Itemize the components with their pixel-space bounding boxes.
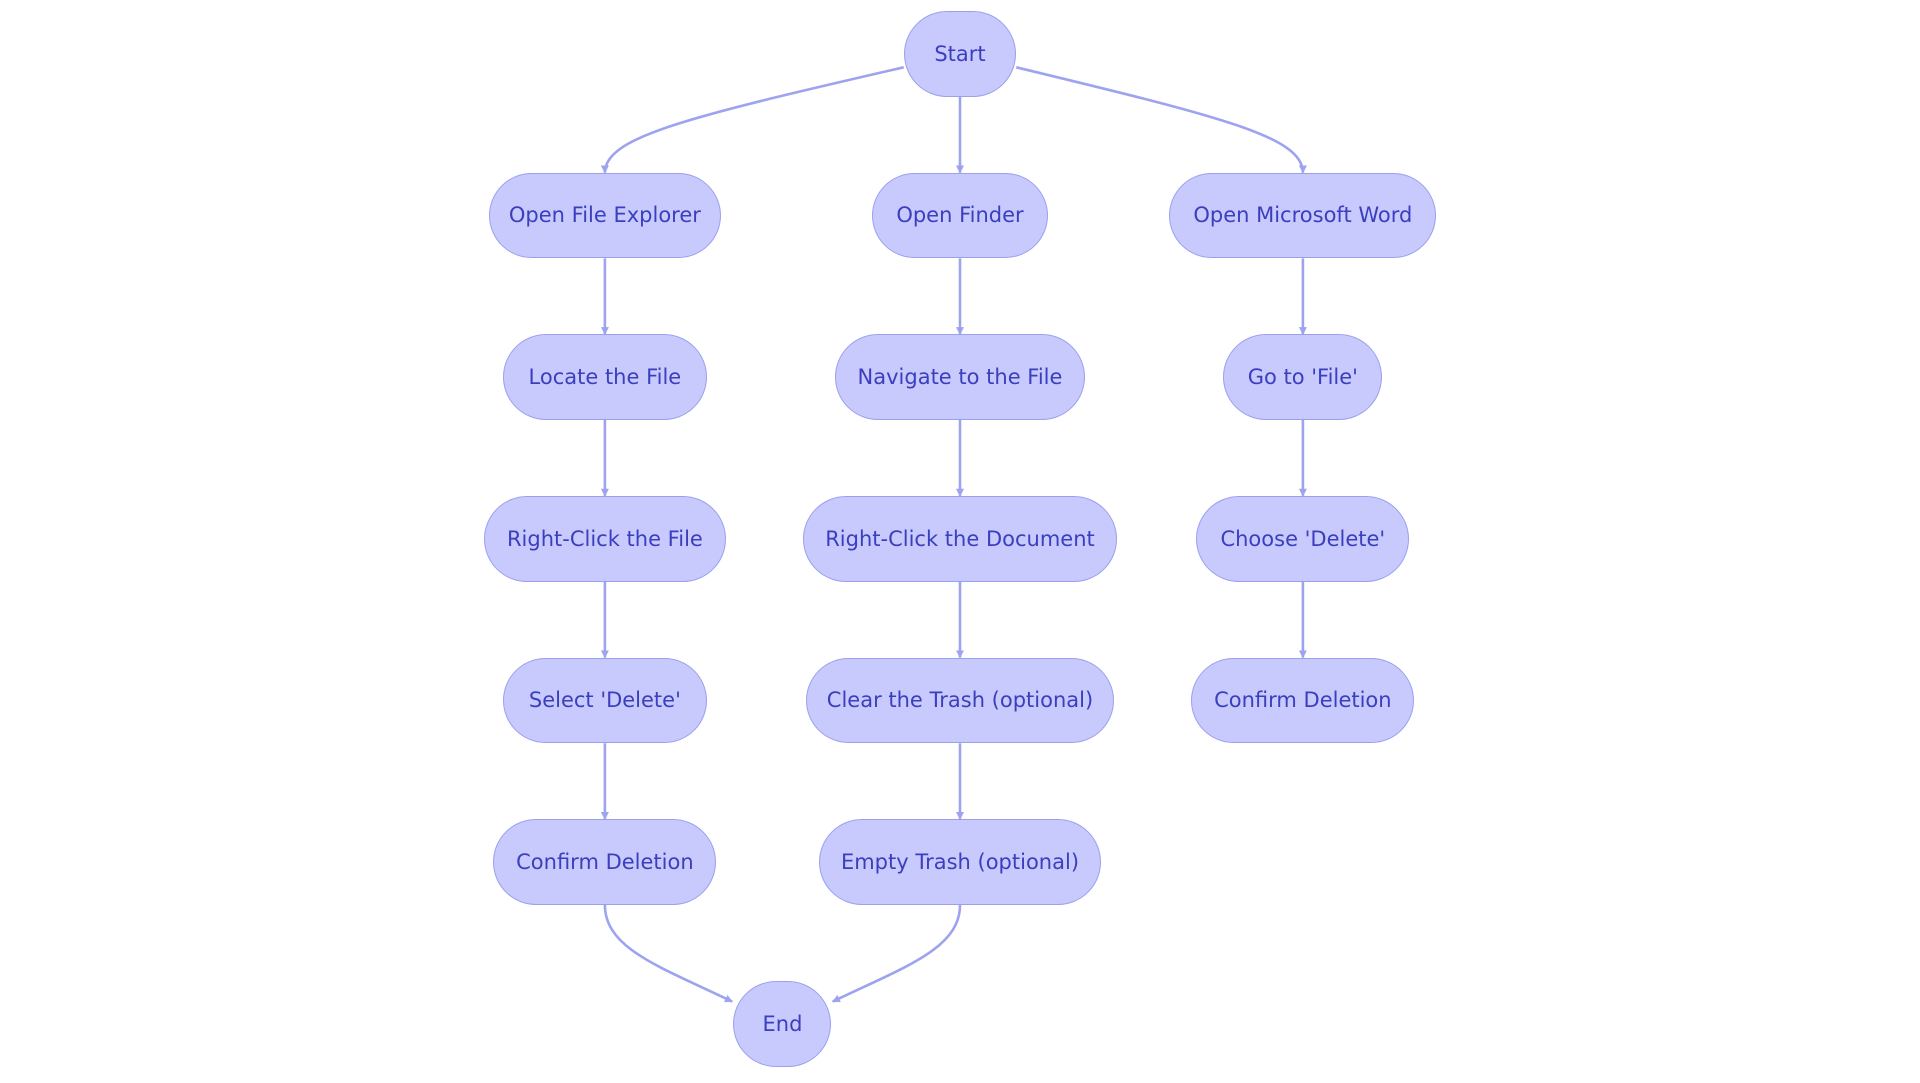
node-right-click-the-document: Right-Click the Document bbox=[803, 495, 1117, 582]
node-navigate-to-the-file-label: Navigate to the File bbox=[857, 365, 1063, 390]
node-locate-the-file: Locate the File bbox=[503, 334, 707, 420]
node-open-finder: Open Finder bbox=[871, 172, 1049, 259]
node-select-delete: Select 'Delete' bbox=[503, 657, 707, 744]
node-choose-delete-label: Choose 'Delete' bbox=[1220, 526, 1386, 551]
node-empty-trash-label: Empty Trash (optional) bbox=[840, 850, 1080, 875]
edge-start-to-open-file-explorer bbox=[600, 66, 904, 174]
node-end: End bbox=[733, 980, 832, 1067]
node-right-click-the-document-label: Right-Click the Document bbox=[825, 526, 1095, 551]
node-end-label: End bbox=[762, 1011, 803, 1036]
node-confirm-deletion-explorer-label: Confirm Deletion bbox=[516, 850, 694, 875]
node-locate-the-file-label: Locate the File bbox=[528, 365, 682, 390]
node-choose-delete: Choose 'Delete' bbox=[1196, 495, 1410, 582]
node-start-label: Start bbox=[934, 41, 986, 66]
node-open-file-explorer-label: Open File Explorer bbox=[508, 203, 701, 228]
node-empty-trash: Empty Trash (optional) bbox=[819, 819, 1101, 905]
edge-confirm-deletion-explorer-to-end bbox=[603, 904, 733, 1003]
node-right-click-the-file: Right-Click the File bbox=[483, 495, 727, 582]
node-clear-the-trash: Clear the Trash (optional) bbox=[805, 657, 1115, 744]
node-go-to-file: Go to 'File' bbox=[1223, 334, 1383, 420]
edge-empty-trash-to-end bbox=[831, 904, 962, 1003]
node-clear-the-trash-label: Clear the Trash (optional) bbox=[826, 688, 1094, 713]
node-right-click-the-file-label: Right-Click the File bbox=[506, 526, 703, 551]
node-confirm-deletion-word-label: Confirm Deletion bbox=[1214, 688, 1392, 713]
node-open-microsoft-word: Open Microsoft Word bbox=[1169, 172, 1437, 259]
node-open-finder-label: Open Finder bbox=[896, 203, 1024, 228]
node-confirm-deletion-explorer: Confirm Deletion bbox=[493, 819, 717, 905]
node-open-file-explorer: Open File Explorer bbox=[488, 172, 722, 259]
node-start: Start bbox=[903, 11, 1017, 97]
node-navigate-to-the-file: Navigate to the File bbox=[835, 334, 1085, 420]
node-open-microsoft-word-label: Open Microsoft Word bbox=[1193, 203, 1413, 228]
node-confirm-deletion-word: Confirm Deletion bbox=[1191, 657, 1415, 744]
node-go-to-file-label: Go to 'File' bbox=[1247, 365, 1358, 390]
edge-start-to-open-word bbox=[1015, 66, 1307, 174]
node-select-delete-label: Select 'Delete' bbox=[528, 688, 681, 713]
